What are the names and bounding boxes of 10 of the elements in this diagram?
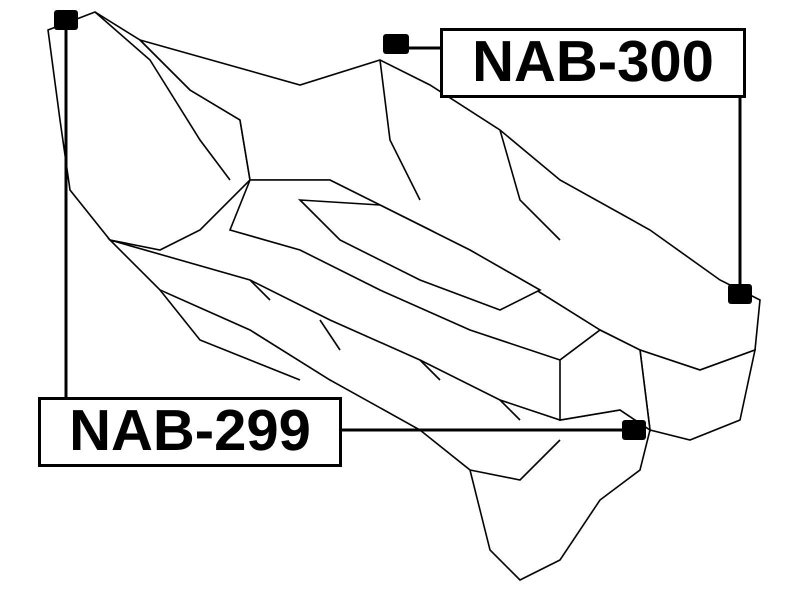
- bushing-mark: [54, 10, 78, 30]
- leader-line: [738, 98, 742, 284]
- leader-line: [342, 428, 622, 432]
- bushing-mark: [728, 284, 752, 304]
- leader-line: [409, 46, 440, 50]
- bushing-mark: [622, 420, 646, 440]
- part-number-label: NAB-299: [38, 397, 342, 467]
- bushing-mark: [383, 34, 409, 54]
- part-number-label: NAB-300: [440, 28, 746, 98]
- leader-line: [64, 30, 68, 397]
